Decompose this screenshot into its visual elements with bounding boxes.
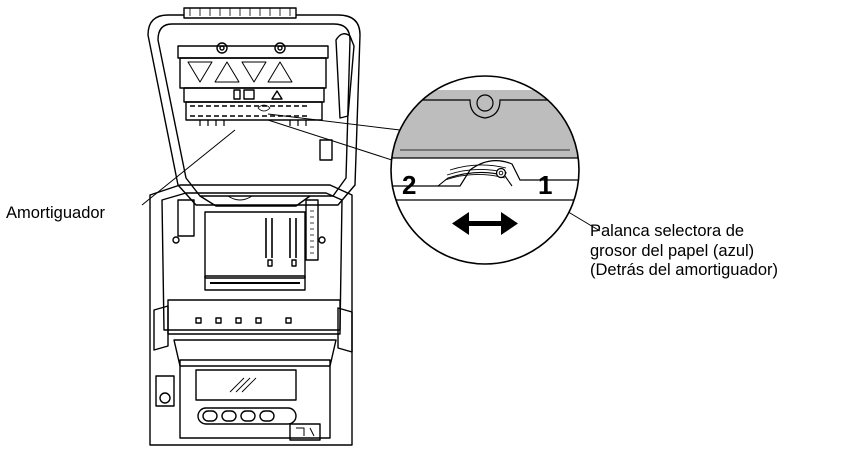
- print-head-assembly: [177, 42, 329, 126]
- damper-leader-line: [141, 129, 236, 206]
- printer-body: [149, 184, 353, 446]
- double-arrow-icon: [452, 212, 518, 235]
- detail-zoom-circle: [390, 75, 580, 265]
- lever-label-line-1: Palanca selectora de: [590, 222, 745, 240]
- printer-cover: [147, 7, 361, 206]
- zoom-callout-upper-line: [267, 113, 401, 131]
- position-1-label: 1: [538, 170, 553, 200]
- lever-label: Palanca selectora de grosor del papel (a…: [590, 222, 778, 281]
- lever-knob: [495, 167, 507, 179]
- zoom-callout-lower-line: [267, 119, 399, 163]
- printer-illustration: [147, 7, 361, 446]
- position-2-label: 2: [402, 170, 417, 200]
- lever-label-line-2: grosor del papel (azul): [590, 241, 755, 260]
- damper-label: Amortiguador: [6, 204, 106, 222]
- lever-label-line-3: (Detrás del amortiguador): [590, 261, 778, 279]
